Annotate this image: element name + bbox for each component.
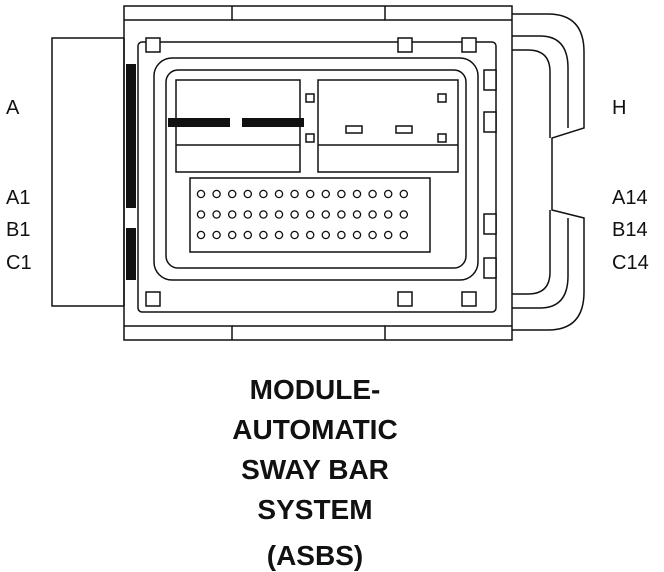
pin-a8 bbox=[305, 189, 315, 199]
pin-c8 bbox=[305, 230, 315, 240]
label-b14: B14 bbox=[612, 219, 648, 241]
pin-c14 bbox=[399, 230, 409, 240]
pin-b4 bbox=[243, 210, 253, 219]
pin-b11 bbox=[352, 210, 362, 219]
pin-b12 bbox=[368, 210, 377, 219]
label-a14: A14 bbox=[612, 187, 648, 209]
pin-a12 bbox=[368, 189, 377, 199]
pin-b7 bbox=[290, 210, 299, 219]
pin-a6 bbox=[274, 189, 284, 199]
cavity-face bbox=[153, 57, 479, 281]
pin-a9 bbox=[321, 189, 331, 199]
pin-c9 bbox=[321, 230, 331, 240]
pin-c11 bbox=[352, 230, 362, 240]
pin-b2 bbox=[212, 210, 221, 219]
pin-c10 bbox=[337, 230, 346, 240]
pin-c1 bbox=[196, 230, 206, 240]
caption-line-3: SWAY BAR bbox=[241, 454, 389, 485]
caption-line-2: AUTOMATIC bbox=[232, 414, 398, 445]
pin-b14 bbox=[399, 210, 409, 219]
pin-b6 bbox=[274, 210, 284, 219]
locking-latch bbox=[512, 13, 585, 331]
pin-c2 bbox=[212, 230, 221, 240]
pin-a10 bbox=[337, 189, 346, 199]
pin-c13 bbox=[383, 230, 393, 240]
caption-line-5: (ASBS) bbox=[266, 540, 364, 571]
pin-a14 bbox=[399, 189, 409, 199]
pin-b10 bbox=[337, 210, 346, 219]
label-a: A bbox=[6, 97, 20, 119]
pin-b1 bbox=[196, 210, 206, 219]
caption-line-1: MODULE- bbox=[249, 374, 381, 405]
pin-a2 bbox=[212, 189, 221, 199]
pin-c3 bbox=[227, 230, 237, 240]
pin-b3 bbox=[227, 210, 237, 219]
label-b1: B1 bbox=[6, 219, 31, 241]
pin-a4 bbox=[243, 189, 253, 199]
pin-a3 bbox=[227, 189, 237, 199]
pin-b13 bbox=[383, 210, 393, 219]
pin-a13 bbox=[383, 189, 393, 199]
connector-body bbox=[123, 5, 513, 341]
pin-c7 bbox=[290, 230, 299, 240]
inner-shroud bbox=[137, 37, 497, 313]
pin-a11 bbox=[352, 189, 362, 199]
pin-b9 bbox=[321, 210, 331, 219]
pin-b8 bbox=[305, 210, 315, 219]
label-h: H bbox=[612, 97, 627, 119]
pin-c5 bbox=[259, 230, 268, 240]
label-c1: C1 bbox=[6, 252, 32, 274]
pin-a7 bbox=[290, 189, 299, 199]
label-a1: A1 bbox=[6, 187, 31, 209]
left-bracket bbox=[51, 37, 125, 307]
caption-line-4: SYSTEM bbox=[257, 494, 373, 525]
pin-c12 bbox=[368, 230, 377, 240]
label-c14: C14 bbox=[612, 252, 649, 274]
position-bars bbox=[126, 64, 304, 280]
connector-diagram bbox=[51, 5, 585, 341]
pin-grid bbox=[196, 189, 409, 240]
pin-b5 bbox=[259, 210, 268, 219]
pin-a1 bbox=[196, 189, 206, 199]
pin-c4 bbox=[243, 230, 253, 240]
pin-a5 bbox=[259, 189, 268, 199]
pin-c6 bbox=[274, 230, 284, 240]
